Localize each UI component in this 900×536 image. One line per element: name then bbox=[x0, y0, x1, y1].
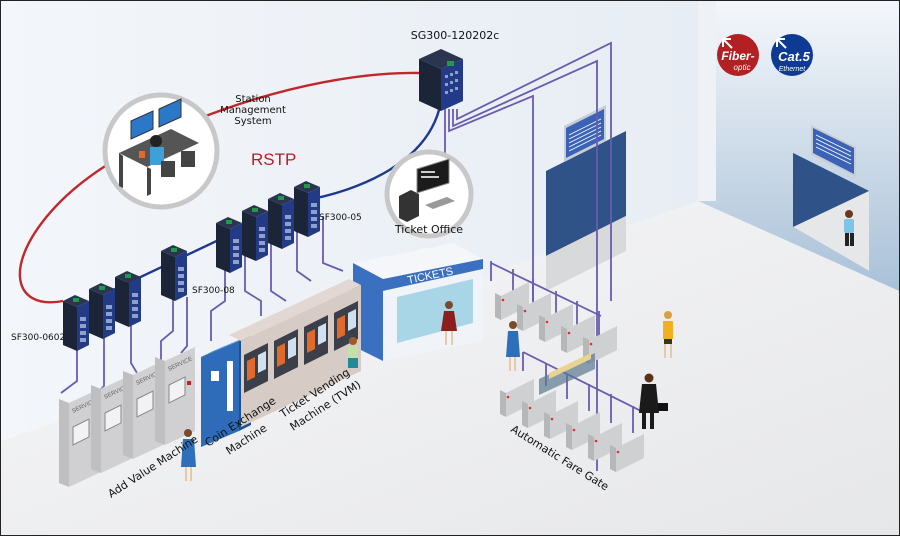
status-led bbox=[73, 298, 79, 302]
edge-switch bbox=[242, 205, 268, 261]
legend-cat5-line2: Ethernet bbox=[779, 66, 807, 73]
edge-switch bbox=[294, 181, 320, 237]
switch-label-sf300-08: SF300-08 bbox=[192, 286, 235, 296]
edge-switch bbox=[268, 193, 294, 249]
fare-gate bbox=[517, 293, 551, 331]
fiber-link bbox=[18, 71, 420, 304]
status-led bbox=[278, 196, 284, 200]
passenger-at-gate-figure bbox=[506, 321, 520, 371]
departure-board-icon bbox=[811, 125, 856, 177]
edge-switch bbox=[161, 245, 187, 301]
ticket-vending-machine bbox=[229, 321, 271, 427]
fare-gate bbox=[544, 401, 578, 439]
edge-switches bbox=[63, 181, 320, 351]
passenger-at-tvm-figure bbox=[348, 337, 358, 368]
edge-switch bbox=[63, 295, 89, 351]
legend-cat5-ethernet: Cat.5 Ethernet bbox=[771, 34, 813, 76]
fare-gate bbox=[588, 423, 622, 461]
workstation-icon bbox=[119, 98, 199, 196]
fare-gate bbox=[522, 390, 556, 428]
doorway-left bbox=[546, 105, 626, 291]
station-mgmt-label-line3: System bbox=[234, 116, 271, 127]
fare-gate bbox=[561, 315, 595, 353]
edge-switch bbox=[89, 283, 115, 339]
passenger-at-add-value-figure bbox=[181, 429, 196, 481]
fare-gate bbox=[495, 282, 529, 320]
gate-bay-marker bbox=[549, 353, 591, 379]
arrow-up-left-icon bbox=[776, 38, 787, 49]
add-value-machine: SERVICE bbox=[155, 341, 209, 445]
doorway-right bbox=[793, 125, 869, 271]
fare-gate bbox=[566, 412, 600, 450]
fare-gate bbox=[610, 434, 644, 472]
ticket-office: Ticket Office bbox=[384, 149, 474, 239]
edge-switch bbox=[216, 217, 242, 273]
station-management-system: Station Management System bbox=[102, 92, 286, 210]
ticket-vending-machine bbox=[289, 293, 331, 399]
ticket-vending-machine bbox=[259, 307, 301, 413]
core-switch: SG300-120202c bbox=[411, 29, 500, 111]
passenger-yellow-figure bbox=[663, 311, 673, 358]
legend: Fiber- optic Cat.5 Ethernet bbox=[717, 34, 813, 76]
status-led bbox=[171, 248, 177, 252]
ticket-office-label: Ticket Office bbox=[394, 223, 463, 236]
departure-board-icon bbox=[564, 105, 606, 162]
floor bbox=[1, 201, 899, 535]
legend-fiber-optic: Fiber- optic bbox=[717, 34, 759, 76]
fare-gate bbox=[500, 379, 534, 417]
core-switch-label: SG300-120202c bbox=[411, 29, 500, 42]
status-led bbox=[304, 184, 310, 188]
businessman-figure bbox=[639, 373, 668, 429]
status-led bbox=[226, 220, 232, 224]
automatic-fare-gates bbox=[495, 282, 644, 472]
tickets-booth: TICKETS bbox=[353, 243, 483, 361]
switch-label-sf300-05: SF300-05 bbox=[319, 213, 362, 223]
switch-label-sf300-0602: SF300-0602 bbox=[11, 333, 65, 343]
ticket-vending-machines bbox=[229, 279, 361, 427]
status-led bbox=[125, 274, 131, 278]
rstp-label: RSTP bbox=[251, 150, 296, 169]
edge-switch bbox=[115, 271, 141, 327]
fare-gate bbox=[539, 304, 573, 342]
passenger-walking-figure bbox=[844, 210, 854, 246]
legend-cat5-line1: Cat.5 bbox=[778, 49, 811, 64]
woman-at-booth-figure bbox=[441, 301, 457, 345]
legend-fiber-line1: Fiber- bbox=[721, 49, 754, 63]
arrow-up-left-icon bbox=[722, 38, 733, 49]
status-led bbox=[99, 286, 105, 290]
status-led bbox=[252, 208, 258, 212]
legend-fiber-line2: optic bbox=[734, 63, 751, 72]
office-computer-icon bbox=[399, 158, 455, 222]
station-mgmt-label-line2: Management bbox=[220, 105, 286, 116]
station-mgmt-label-line1: Station bbox=[235, 94, 271, 105]
